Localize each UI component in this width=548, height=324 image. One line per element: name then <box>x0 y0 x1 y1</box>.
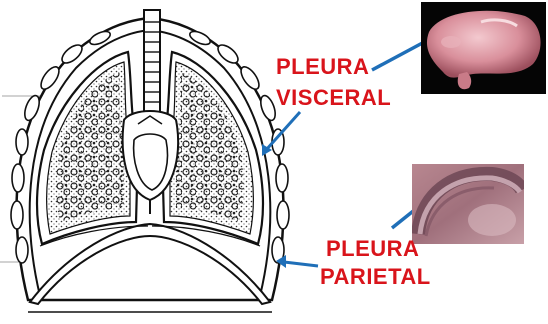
parietal-pleura-photo <box>412 164 524 244</box>
lung-specimen-photo <box>421 2 546 94</box>
parietal-label-line1: PLEURA <box>326 237 419 261</box>
parietal-label-line2: PARIETAL <box>320 265 431 289</box>
visceral-label-line1: PLEURA <box>276 55 369 79</box>
trachea <box>144 10 160 120</box>
visceral-label-line2: VISCERAL <box>276 86 391 110</box>
